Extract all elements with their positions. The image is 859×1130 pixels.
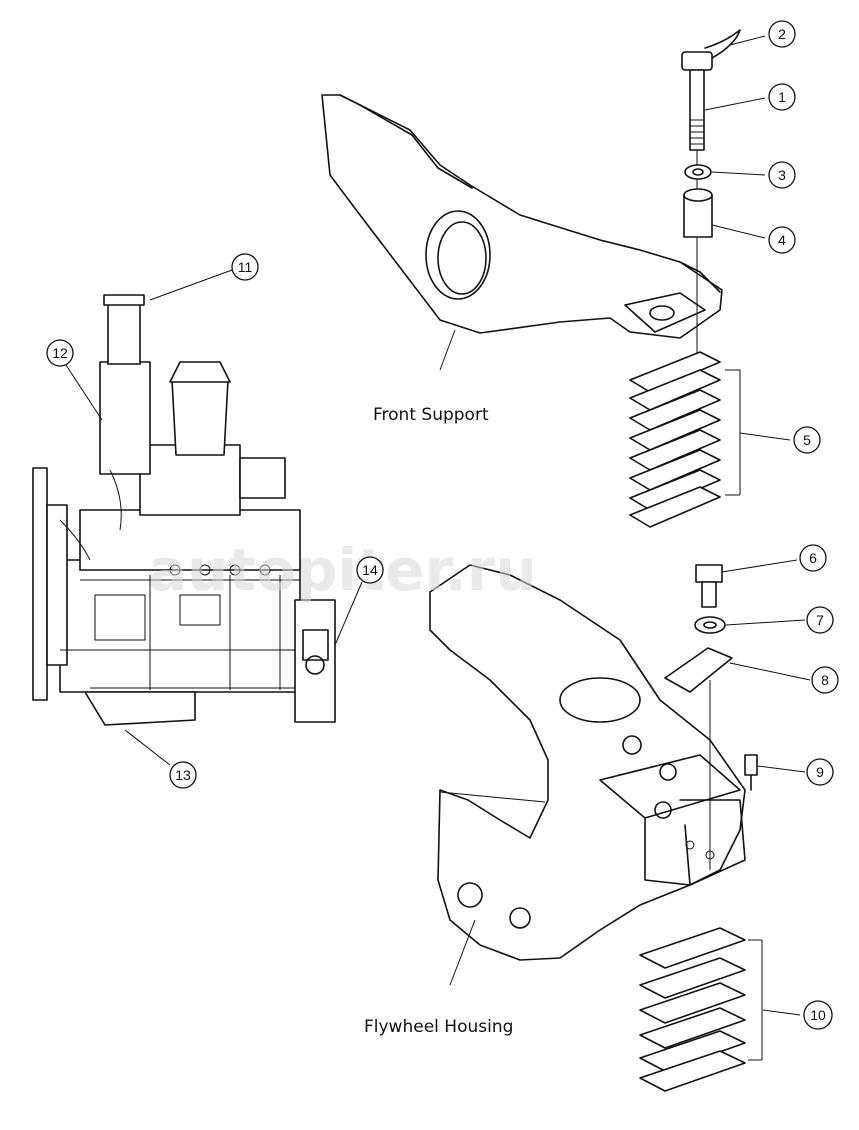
- flywheel-housing-label: Flywheel Housing: [364, 1017, 513, 1037]
- callout-2-number: 2: [778, 26, 786, 42]
- callout-1-number: 1: [778, 89, 786, 105]
- callout-7-number: 7: [816, 612, 824, 628]
- callout-13: 13: [169, 761, 197, 789]
- flywheel-housing-bracket: [429, 564, 746, 961]
- callout-4: 4: [768, 226, 796, 254]
- callout-11-number: 11: [238, 259, 253, 275]
- callout-12: 12: [46, 339, 74, 367]
- callout-13-number: 13: [175, 767, 191, 783]
- callout-9: 9: [806, 758, 834, 786]
- callout-2: 2: [768, 20, 796, 48]
- front-support-label: Front Support: [373, 405, 489, 425]
- callout-5-number: 5: [803, 432, 811, 448]
- callout-12-number: 12: [52, 345, 68, 361]
- callout-7: 7: [806, 606, 834, 634]
- callout-8-number: 8: [821, 672, 829, 688]
- watermark-text: autopiter.ru: [148, 536, 537, 604]
- callout-6-number: 6: [809, 550, 817, 566]
- engine-assembly: [32, 294, 336, 726]
- callout-9-number: 9: [816, 764, 824, 780]
- callout-14: 14: [356, 556, 384, 584]
- callout-10: 10: [803, 1000, 833, 1030]
- lower-parts-stack: [639, 564, 763, 1092]
- front-support-bracket: [321, 94, 723, 339]
- upper-parts-stack: [629, 29, 741, 528]
- callout-4-number: 4: [778, 232, 786, 248]
- callout-8: 8: [811, 666, 839, 694]
- callout-1: 1: [768, 83, 796, 111]
- callout-6: 6: [799, 544, 827, 572]
- callout-14-number: 14: [362, 562, 378, 578]
- callout-5: 5: [793, 426, 821, 454]
- callout-10-number: 10: [810, 1007, 826, 1023]
- callout-3-number: 3: [778, 167, 786, 183]
- callout-11: 11: [231, 253, 259, 281]
- callout-3: 3: [768, 161, 796, 189]
- leader-lines: [65, 35, 811, 1016]
